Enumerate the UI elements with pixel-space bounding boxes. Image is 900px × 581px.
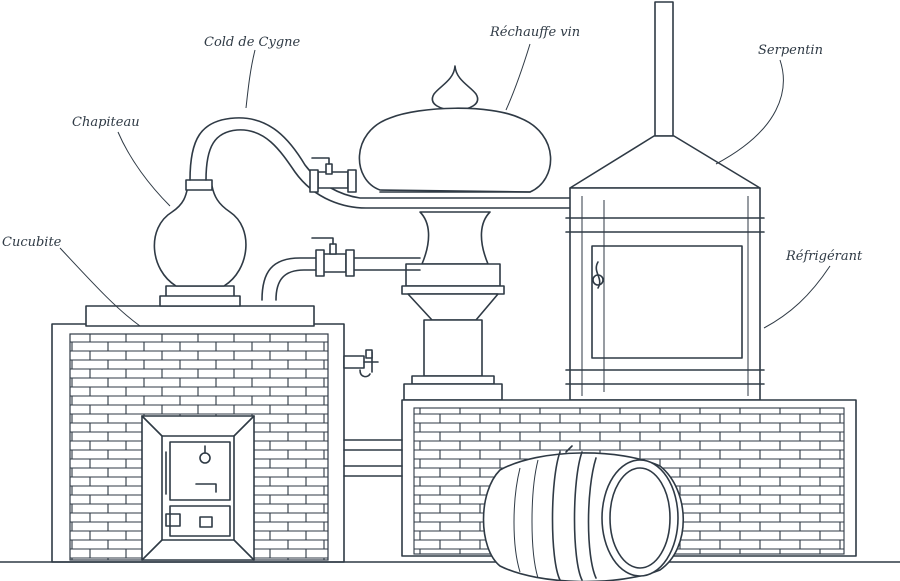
chapiteau [153,179,247,287]
label-cold-de-cygne: Cold de Cygne [204,35,301,50]
label-rechauffe-vin: Réchauffe vin [489,25,580,40]
barrel [482,445,685,581]
fire-door [141,415,255,561]
label-refrigerant: Réfrigérant [785,249,863,264]
col-de-cygne [189,117,571,209]
label-chapiteau: Chapiteau [72,115,140,130]
furnace-tap [343,349,379,378]
neck-valve [309,157,357,193]
lower-valve [311,237,355,277]
cucurbite [159,285,241,307]
furnace [51,305,379,563]
refrigerant [565,1,765,401]
label-cucubite: Cucubite [2,235,62,250]
leader-lines [59,43,831,329]
label-serpentin: Serpentin [758,43,823,58]
rechauffe-vin [261,65,552,401]
